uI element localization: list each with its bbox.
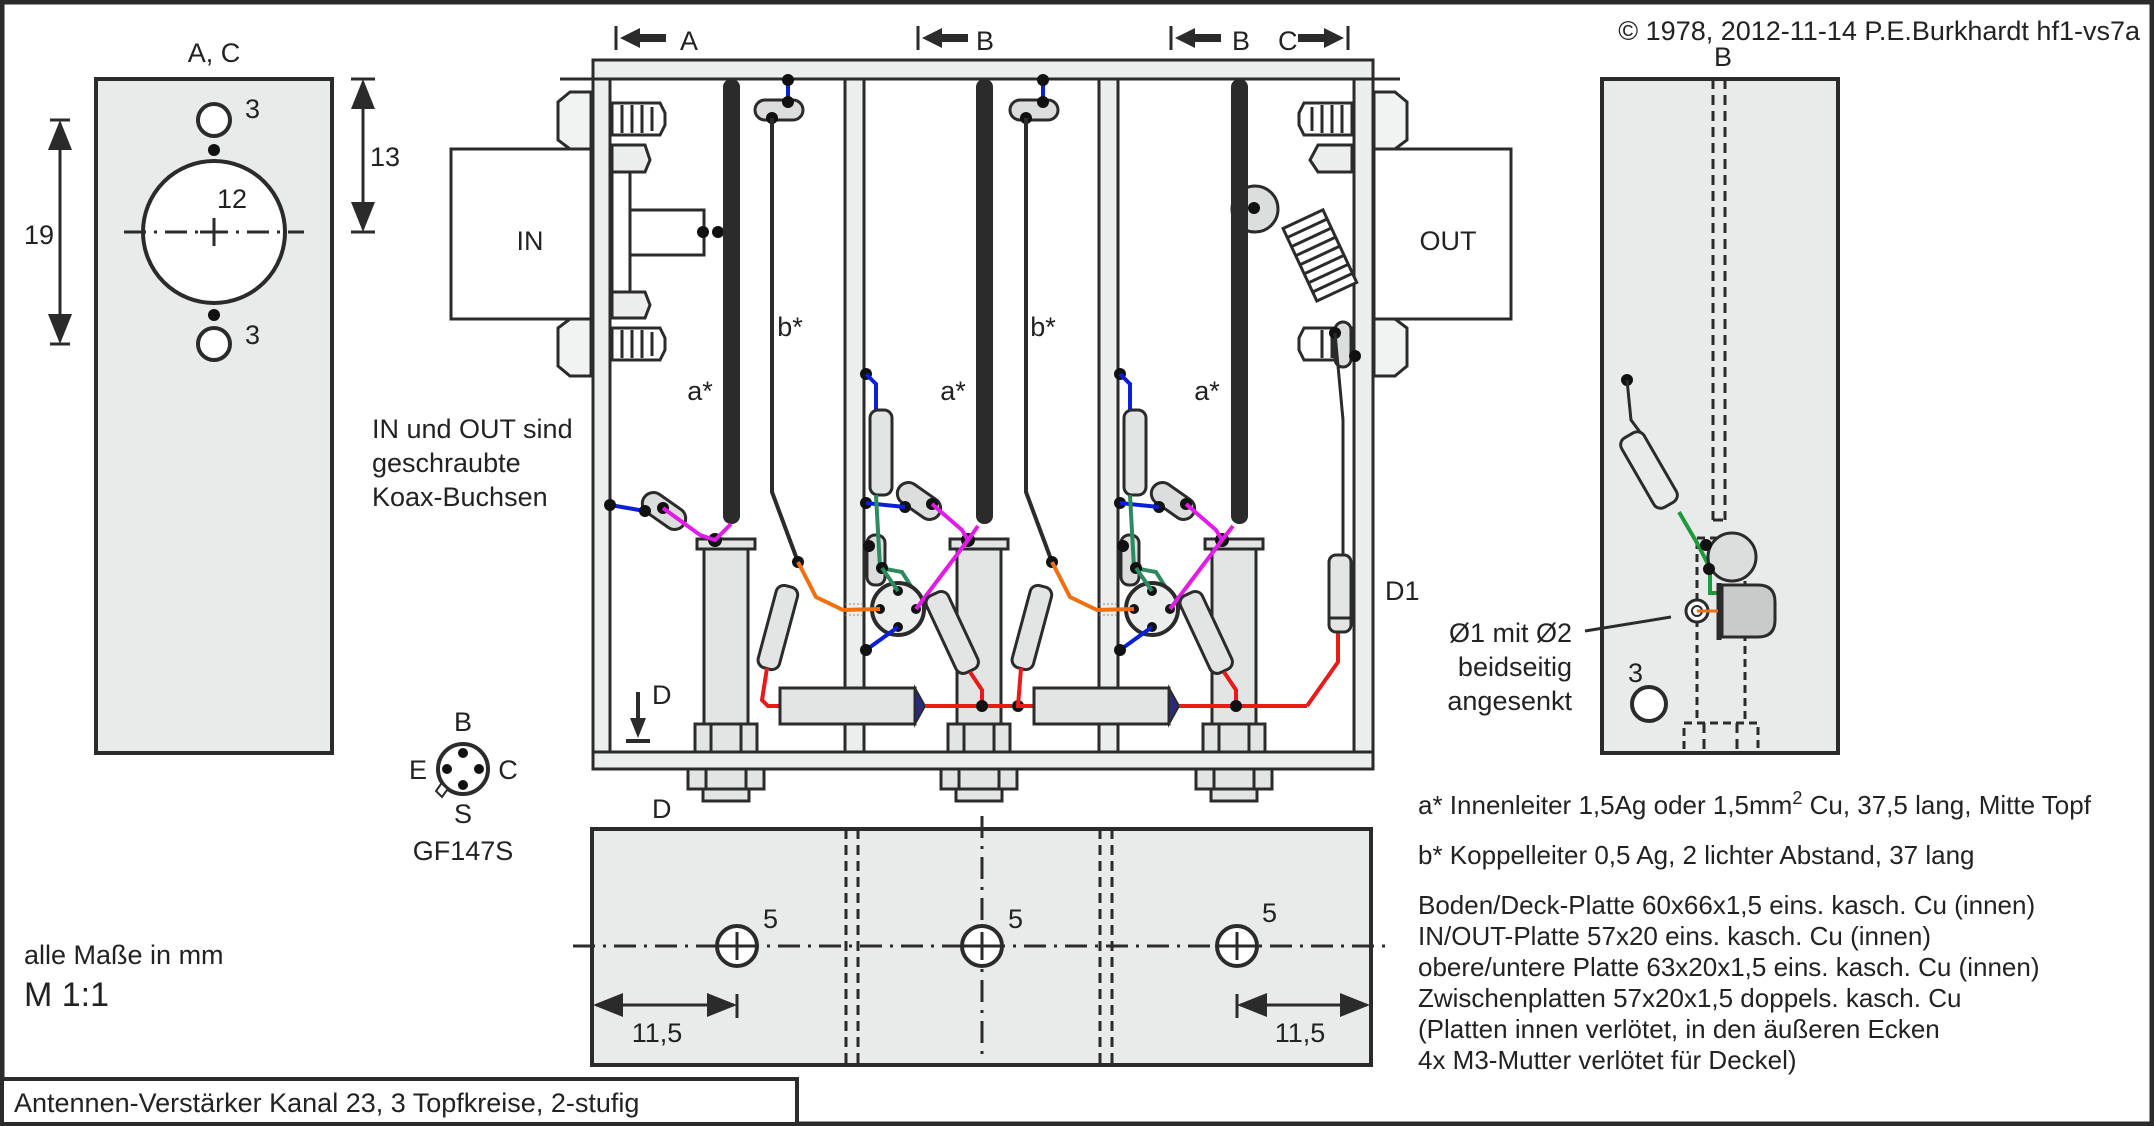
section-d-label: D <box>652 680 672 710</box>
solder-point <box>208 144 220 156</box>
notes-block: a* Innenleiter 1,5Ag oder 1,5mm2 Cu, 37,… <box>1418 788 2092 1075</box>
hole-b <box>1630 685 1668 723</box>
top-plate <box>591 58 1375 81</box>
note-plate-3: obere/untere Platte 63x20x1,5 eins. kasc… <box>1418 952 2040 982</box>
view-b: B 3 Ø1 mit Ø2 beidseitig angesenkt <box>1447 42 1840 755</box>
transistor-pinout: B E C S GF147S <box>409 707 518 866</box>
connector-note-line3: Koax-Buchsen <box>372 482 548 512</box>
pin-e-label: E <box>409 755 427 785</box>
feedthrough-capacitor-1 <box>778 686 917 726</box>
section-b2-label: B <box>1232 26 1250 56</box>
hole-diam-3: 5 <box>1262 898 1277 928</box>
pin-s-label: S <box>454 799 472 829</box>
trimmer-2 <box>939 533 1019 803</box>
hole-small-top-label: 3 <box>245 94 260 124</box>
annotation-line1: Ø1 mit Ø2 <box>1449 618 1572 648</box>
title-block <box>0 1077 799 1126</box>
hole-large-label: 12 <box>217 184 247 214</box>
choke-coil <box>1281 207 1359 304</box>
view-d-label: D <box>652 794 672 824</box>
view-b-plate <box>1600 77 1840 755</box>
inner-conductor-label: a* <box>1194 376 1220 406</box>
coupling-conductor-2 <box>1008 74 1060 568</box>
diode-d1 <box>1327 553 1353 634</box>
dim-left-label: 11,5 <box>632 1018 683 1048</box>
note-plate-5: (Platten innen verlötet, in den äußeren … <box>1418 1014 1940 1044</box>
inner-conductor-2 <box>976 79 993 524</box>
view-ac: A, C 3 12 3 13 19 <box>24 38 400 755</box>
note-plate-6: 4x M3-Mutter verlötet für Deckel) <box>1418 1045 1797 1075</box>
in-connector-body <box>449 147 593 321</box>
hole-diam-2: 5 <box>1008 904 1023 934</box>
note-plate-4: Zwischenplatten 57x20x1,5 doppels. kasch… <box>1418 983 1961 1013</box>
note-plate-1: Boden/Deck-Platte 60x66x1,5 eins. kasch.… <box>1418 890 2035 920</box>
section-a-label: A <box>680 26 698 56</box>
solder-point <box>208 309 220 321</box>
note-a: a* Innenleiter 1,5Ag oder 1,5mm2 Cu, 37,… <box>1418 788 2092 820</box>
stage-2 <box>1010 368 1340 728</box>
left-wall <box>591 77 612 754</box>
hole-small-bottom-label: 3 <box>245 320 260 350</box>
coupling-conductor-label: b* <box>1030 312 1056 342</box>
in-label: IN <box>517 226 544 256</box>
dim-19-label: 19 <box>24 220 54 250</box>
inner-conductor-1 <box>723 79 740 524</box>
stage-1 <box>756 368 1024 728</box>
coupling-conductor-label: b* <box>777 312 803 342</box>
title-text: Antennen-Verstärker Kanal 23, 3 Topfkrei… <box>14 1088 639 1118</box>
hole-b-label: 3 <box>1628 658 1643 688</box>
connector-note-line1: IN und OUT sind <box>372 414 573 444</box>
connector-note-line2: geschraubte <box>372 448 521 478</box>
copyright-text: © 1978, 2012-11-14 P.E.Burkhardt hf1-vs7… <box>1618 16 2141 46</box>
view-b-label: B <box>1714 42 1732 72</box>
inner-conductor-3 <box>1231 79 1248 524</box>
section-b-label: B <box>976 26 994 56</box>
out-jack <box>1230 101 1361 555</box>
out-label: OUT <box>1420 226 1477 256</box>
pin-b-label: B <box>454 707 472 737</box>
hole-small-top <box>196 102 232 138</box>
section-arrow-icon <box>922 28 968 48</box>
section-arrow-icon <box>630 718 646 738</box>
inner-conductor-label: a* <box>940 376 966 406</box>
section-arrow-icon <box>1175 28 1221 48</box>
view-ac-label: A, C <box>188 38 241 68</box>
dim-13-label: 13 <box>370 142 400 172</box>
view-d: D 5 5 5 11,5 11,5 <box>573 794 1390 1067</box>
right-wall <box>1352 77 1375 754</box>
section-markers: A B B C <box>614 26 1350 56</box>
inner-conductor-label: a* <box>687 376 713 406</box>
main-view: IN OUT <box>372 58 1513 803</box>
divider-wall-1 <box>843 77 866 754</box>
annotation-line3: angesenkt <box>1447 686 1572 716</box>
diode-label: D1 <box>1385 576 1420 606</box>
section-arrow-icon <box>1298 28 1344 48</box>
scale-note: M 1:1 <box>24 976 109 1014</box>
units-note: alle Maße in mm <box>24 940 224 970</box>
trimmer-1 <box>686 533 766 803</box>
bottom-plate <box>591 750 1375 771</box>
section-arrow-icon <box>620 28 666 48</box>
section-c-label: C <box>1278 26 1298 56</box>
hole-small-bottom <box>196 326 232 362</box>
divider-wall-2 <box>1097 77 1120 754</box>
note-b: b* Koppelleiter 0,5 Ag, 2 lichter Abstan… <box>1418 840 1975 870</box>
transistor-type: GF147S <box>413 836 514 866</box>
feedthrough-capacitor-2 <box>1032 686 1171 726</box>
note-plate-2: IN/OUT-Platte 57x20 eins. kasch. Cu (inn… <box>1418 921 1931 951</box>
in-jack <box>610 101 724 362</box>
pin-c-label: C <box>498 755 518 785</box>
input-capacitor <box>604 491 733 543</box>
hole-diam-1: 5 <box>763 904 778 934</box>
dim-right-label: 11,5 <box>1275 1018 1326 1048</box>
transistor-symbol <box>436 742 490 796</box>
annotation-line2: beidseitig <box>1458 652 1572 682</box>
